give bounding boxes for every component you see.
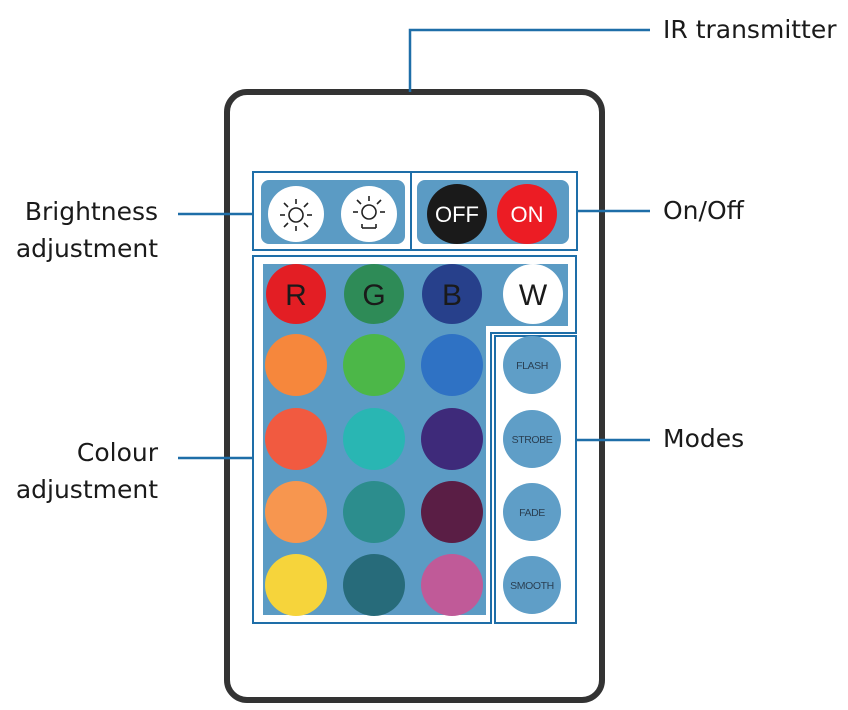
colour-swatch-r1c1[interactable]: [265, 334, 327, 396]
mode-label-flash: FLASH: [516, 360, 548, 372]
mode-button-smooth[interactable]: [503, 556, 561, 614]
brightness-label-line1: Brightness: [25, 197, 158, 226]
brightness-down-icon: [280, 199, 312, 231]
white-button[interactable]: [503, 264, 563, 324]
colour-swatch-r3c2[interactable]: [343, 481, 405, 543]
mode-label-fade: FADE: [519, 507, 545, 519]
colour-group-outline: [252, 255, 577, 624]
blue-button-label: B: [442, 279, 462, 312]
colour-swatch-r4c3[interactable]: [421, 554, 483, 616]
on-button[interactable]: [497, 184, 557, 244]
modes-group-outline: [494, 335, 577, 624]
brightness-label-line2: adjustment: [16, 234, 158, 263]
colour-swatch-r1c3[interactable]: [421, 334, 483, 396]
colour-label-line1: Colour: [77, 438, 159, 467]
colour-swatch-r2c2[interactable]: [343, 408, 405, 470]
blue-button[interactable]: [422, 264, 482, 324]
off-button-label: OFF: [435, 202, 479, 227]
brightness-up-icon: [353, 196, 385, 229]
green-button-label: G: [362, 279, 385, 312]
mode-label-strobe: STROBE: [512, 434, 553, 446]
red-button[interactable]: [266, 264, 326, 324]
on-off-label: On/Off: [663, 196, 745, 225]
brightness-down-button[interactable]: [268, 186, 324, 242]
colour-swatch-r1c2[interactable]: [343, 334, 405, 396]
mode-button-flash[interactable]: [503, 336, 561, 394]
ir-transmitter-line: [408, 28, 650, 92]
modes-label: Modes: [663, 424, 744, 453]
colour-swatch-r3c3[interactable]: [421, 481, 483, 543]
mode-button-fade[interactable]: [503, 483, 561, 541]
colour-panel: [263, 264, 568, 615]
red-button-label: R: [285, 279, 307, 312]
colour-swatch-r2c3[interactable]: [421, 408, 483, 470]
on-button-label: ON: [511, 202, 544, 227]
colour-swatch-r4c1[interactable]: [265, 554, 327, 616]
green-button[interactable]: [344, 264, 404, 324]
brightness-up-button[interactable]: [341, 186, 397, 242]
mode-button-strobe[interactable]: [503, 410, 561, 468]
ir-transmitter-label: IR transmitter: [663, 15, 837, 44]
white-button-label: W: [519, 279, 548, 312]
colour-swatch-r2c1[interactable]: [265, 408, 327, 470]
off-button[interactable]: [427, 184, 487, 244]
mode-label-smooth: SMOOTH: [510, 580, 554, 592]
colour-swatch-r3c1[interactable]: [265, 481, 327, 543]
colour-label-line2: adjustment: [16, 475, 158, 504]
colour-swatch-r4c2[interactable]: [343, 554, 405, 616]
